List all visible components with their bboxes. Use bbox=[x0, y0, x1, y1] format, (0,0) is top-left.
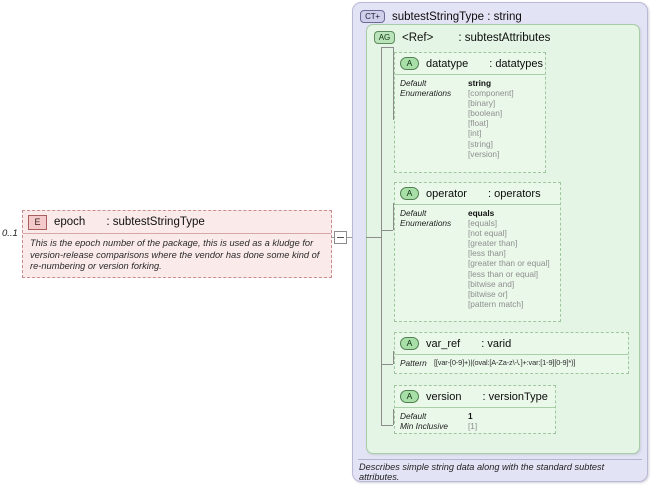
attribute-type: : datatypes bbox=[489, 57, 544, 70]
attribute-name: datatype bbox=[426, 57, 469, 70]
attribute-name: operator bbox=[426, 187, 467, 200]
attribute-type: : versionType bbox=[482, 390, 548, 403]
attribute-type: : operators bbox=[487, 187, 541, 200]
attribute-facets: Default 1 Min Inclusive [1] bbox=[395, 408, 555, 434]
attribute-card-datatype[interactable]: A datatype : datatypes Default string En… bbox=[394, 52, 546, 173]
facet-value: 1 bbox=[468, 411, 473, 421]
attributegroup-type: : subtestAttributes bbox=[458, 31, 551, 44]
attribute-type: : varid bbox=[481, 337, 512, 350]
tree-spine bbox=[381, 47, 382, 425]
enumeration-item: [greater than or equal] bbox=[468, 258, 550, 269]
footer-divider bbox=[358, 459, 642, 460]
enumeration-item: [pattern match] bbox=[468, 298, 524, 309]
facet-value: [component] bbox=[468, 88, 514, 99]
facet-row: Enumerations [equals] bbox=[400, 218, 556, 228]
facet-row: Min Inclusive [1] bbox=[400, 421, 551, 431]
complextype-header: CT+ subtestStringType : string bbox=[357, 7, 522, 26]
attribute-facets: Default equals Enumerations [equals] [no… bbox=[395, 205, 560, 312]
facet-row: Default string bbox=[400, 78, 541, 88]
facet-key: Default bbox=[400, 78, 427, 88]
tree-stub-datatype bbox=[393, 47, 394, 120]
enumeration-item: [boolean] bbox=[468, 108, 503, 119]
enumeration-item: [version] bbox=[468, 148, 500, 159]
facet-row: Default equals bbox=[400, 208, 556, 218]
attribute-header: A datatype : datatypes bbox=[395, 53, 545, 75]
facet-row: Default 1 bbox=[400, 411, 551, 421]
occurrence-indicator: 0..1 bbox=[2, 228, 18, 239]
element-type: : subtestStringType bbox=[106, 216, 205, 228]
tree-branch-version bbox=[381, 425, 393, 426]
tree-branch-datatype bbox=[381, 47, 393, 48]
element-badge-icon: E bbox=[28, 214, 47, 230]
connector-into-spine bbox=[366, 237, 382, 238]
enumeration-list: [binary] [boolean] [float] [int] [string… bbox=[468, 98, 541, 159]
tree-branch-operator bbox=[381, 230, 393, 231]
facet-key: Pattern bbox=[400, 358, 427, 368]
attribute-badge-icon: A bbox=[400, 390, 419, 403]
attributegroup-header: AG <Ref> : subtestAttributes bbox=[372, 29, 550, 46]
enumeration-item: [bitwise and] bbox=[468, 278, 515, 289]
collapse-expander-icon[interactable] bbox=[334, 231, 347, 244]
facet-key: Min Inclusive bbox=[400, 421, 448, 432]
attribute-badge-icon: A bbox=[400, 187, 419, 200]
tree-stub-operator bbox=[393, 203, 394, 230]
attribute-header: A version : versionType bbox=[395, 386, 555, 408]
facet-value: string bbox=[468, 78, 492, 88]
element-header: E epoch : subtestStringType bbox=[23, 211, 331, 234]
attribute-card-operator[interactable]: A operator : operators Default equals En… bbox=[394, 182, 561, 322]
enumeration-item: [bitwise or] bbox=[468, 288, 508, 299]
attribute-header: A var_ref : varid bbox=[395, 333, 628, 355]
enumeration-item: [not equal] bbox=[468, 228, 507, 239]
tree-stub-varref bbox=[393, 351, 394, 364]
facet-row: Enumerations [component] bbox=[400, 88, 541, 98]
enumeration-item: [int] bbox=[468, 128, 482, 139]
facet-value: [[var-[0-9]+)|(oval:[A-Za-z\-\.]+:var:[1… bbox=[434, 358, 576, 367]
element-documentation: This is the epoch number of the package,… bbox=[30, 238, 320, 272]
facet-key: Default bbox=[400, 208, 427, 218]
element-name: epoch bbox=[54, 216, 86, 228]
attribute-header: A operator : operators bbox=[395, 183, 560, 205]
facet-value: equals bbox=[468, 208, 495, 218]
attributegroup-ref[interactable]: <Ref> bbox=[402, 31, 434, 44]
enumeration-item: [less than] bbox=[468, 248, 506, 259]
facet-key: Enumerations bbox=[400, 88, 452, 99]
facet-row: Pattern [[var-[0-9]+)|(oval:[A-Za-z\-\.]… bbox=[400, 358, 624, 368]
enumeration-item: [string] bbox=[468, 138, 493, 149]
attribute-facets: Default string Enumerations [component] … bbox=[395, 75, 545, 162]
enumeration-item: [binary] bbox=[468, 98, 496, 109]
tree-stub-version bbox=[393, 409, 394, 425]
complextype-badge-icon[interactable]: CT+ bbox=[360, 10, 385, 23]
facet-key: Enumerations bbox=[400, 218, 452, 229]
enumeration-item: [less than or equal] bbox=[468, 268, 539, 279]
enumeration-item: [greater than] bbox=[468, 238, 518, 249]
facet-value: [1] bbox=[468, 421, 478, 432]
attributegroup-badge-icon: AG bbox=[374, 31, 395, 44]
element-card-epoch[interactable]: E epoch : subtestStringType This is the … bbox=[22, 210, 332, 278]
enumeration-item: [float] bbox=[468, 118, 489, 129]
attribute-facets: Pattern [[var-[0-9]+)|(oval:[A-Za-z\-\.]… bbox=[395, 355, 628, 371]
attribute-badge-icon: A bbox=[400, 57, 419, 70]
attribute-badge-icon: A bbox=[400, 337, 419, 350]
complextype-documentation: Describes simple string data along with … bbox=[359, 462, 605, 482]
attribute-card-version[interactable]: A version : versionType Default 1 Min In… bbox=[394, 385, 556, 434]
enumeration-list: [not equal] [greater than] [less than] [… bbox=[468, 228, 556, 309]
tree-branch-varref bbox=[381, 364, 393, 365]
complextype-title: subtestStringType : string bbox=[392, 10, 522, 23]
facet-value: [equals] bbox=[468, 218, 498, 229]
facet-key: Default bbox=[400, 411, 427, 421]
attribute-name: version bbox=[426, 390, 462, 403]
attribute-card-varref[interactable]: A var_ref : varid Pattern [[var-[0-9]+)|… bbox=[394, 332, 629, 374]
attribute-name: var_ref bbox=[426, 337, 461, 350]
